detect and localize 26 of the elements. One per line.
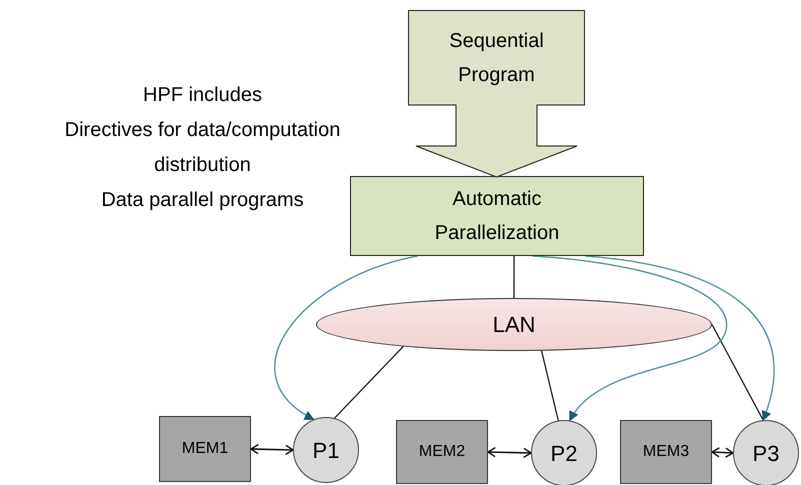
connector-line (540, 350, 559, 421)
node-label: Automatic Parallelization (434, 187, 560, 246)
memory-box (159, 416, 251, 482)
memory-box (620, 420, 712, 484)
node-label: P1 (312, 436, 340, 464)
node-label: MEM2 (418, 442, 466, 462)
note-text: Directives for data/computation distribution (64, 118, 342, 178)
node-label: P3 (752, 440, 780, 468)
node-label: P2 (550, 440, 578, 468)
connector-line (711, 324, 764, 420)
node-label: Sequential Program (448, 28, 545, 88)
arrow (250, 444, 294, 456)
memory-box (396, 420, 488, 484)
node-label: LAN (492, 311, 536, 339)
connector-line (513, 256, 515, 298)
arrow (585, 255, 774, 422)
arrow (711, 447, 734, 458)
connector-line (334, 346, 404, 419)
process-box (350, 176, 644, 256)
note-text: Data parallel programs (101, 188, 304, 213)
node-label: MEM3 (642, 442, 690, 462)
arrow (274, 255, 418, 420)
arrow (487, 446, 532, 458)
arrow (532, 255, 727, 422)
note-text: HPF includes (143, 83, 262, 108)
node-label: MEM1 (182, 439, 228, 459)
